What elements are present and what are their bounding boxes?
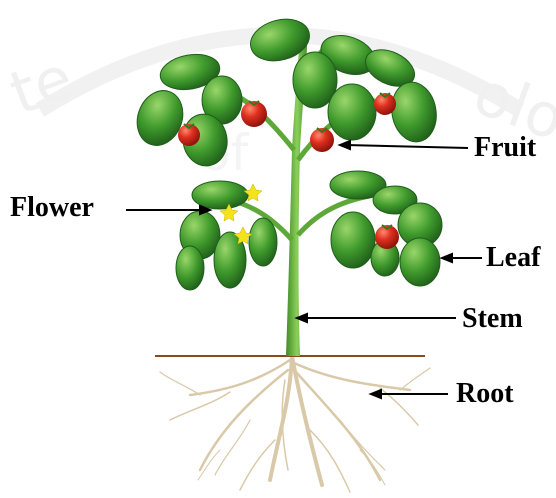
label-stem: Stem <box>462 305 523 333</box>
fruit-pointer-line <box>346 145 468 148</box>
svg-text:te: te <box>1 43 82 129</box>
label-fruit: Fruit <box>474 134 536 162</box>
label-flower: Flower <box>10 194 94 222</box>
leaf-pointer-arrowhead <box>442 254 452 262</box>
roots <box>160 356 430 492</box>
root-pointer-arrowhead <box>371 390 381 398</box>
label-root: Root <box>456 380 514 408</box>
fruit-pointer-arrowhead <box>340 141 350 149</box>
label-leaf: Leaf <box>486 244 540 272</box>
